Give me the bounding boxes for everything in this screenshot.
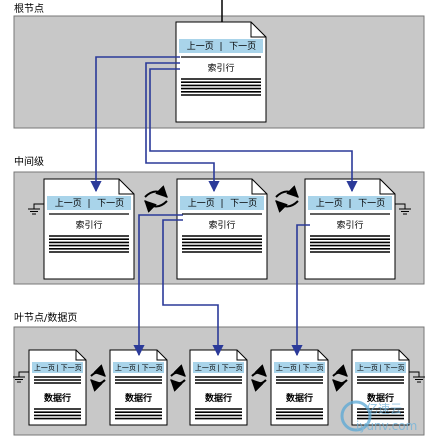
sibling-link-leaf-2-left	[170, 379, 186, 392]
sibling-link-leaf-2-right	[170, 364, 186, 377]
intermediate-page-2-next-label: 下一页	[230, 198, 257, 209]
leaf-page-1-next-label: 下一页	[61, 364, 82, 372]
null-ground-leaf-left	[13, 371, 29, 383]
root-level-label: 根节点	[14, 2, 44, 15]
root-page-row-label: 索引行	[207, 62, 234, 74]
leaf-page-4-sheet	[270, 349, 329, 426]
leaf-page-1-fold	[75, 350, 86, 361]
leaf-page-2-sep: |	[137, 364, 139, 372]
leaf-page-3-sep: |	[217, 364, 219, 372]
watermark-url: iyunv.com	[356, 419, 417, 433]
sibling-link-leaf-3-left	[251, 379, 267, 392]
intermediate-page-1-sep: |	[87, 199, 90, 209]
intermediate-page-3-prev-label: 上一页	[316, 198, 343, 209]
sibling-link-int-2-right	[275, 185, 299, 198]
watermark: 亿速云 iyunv.com	[340, 400, 417, 433]
null-ground-int-right	[395, 203, 411, 215]
sibling-link-leaf-1-right	[90, 364, 106, 377]
pointer-arrow-6	[291, 224, 310, 357]
pointer-arrow-5	[162, 219, 224, 357]
intermediate-page-2-sep: |	[220, 199, 223, 209]
intermediate-page-3-header	[308, 196, 392, 210]
leaf-page-4-prev-label: 上一页	[276, 363, 297, 372]
root-page-next-label: 下一页	[229, 41, 256, 52]
leaf-page-2-row-label: 数据行	[125, 392, 152, 404]
leaf-page-1-header	[32, 362, 83, 373]
pointer-arrow-2	[145, 62, 220, 193]
sibling-link-leaf-1-left	[90, 379, 106, 392]
leaf-page-3-next-label: 下一页	[222, 364, 243, 372]
sibling-link-int-2-left	[275, 200, 299, 213]
intermediate-page-3-fold	[379, 179, 395, 195]
leaf-page-5-row-label: 数据行	[367, 392, 394, 404]
leaf-page-4-header	[274, 362, 325, 373]
leaf-page-3-prev-label: 上一页	[195, 363, 216, 372]
leaf-page-3-header	[193, 362, 244, 373]
leaf-page-1-sep: |	[56, 364, 58, 372]
leaf-level-label: 叶节点/数据页	[14, 311, 77, 324]
leaf-page-1-prev-label: 上一页	[34, 363, 55, 372]
null-ground-int-left	[28, 203, 44, 215]
leaf-page-4-sep: |	[298, 364, 300, 372]
intermediate-page-1-prev-label: 上一页	[55, 198, 82, 209]
leaf-page-2-fold	[156, 350, 167, 361]
watermark-cn: 亿速云	[366, 401, 402, 416]
leaf-page-4-fold	[317, 350, 328, 361]
leaf-page-4-row-label: 数据行	[286, 392, 313, 404]
intermediate-page-1-row-label: 索引行	[75, 219, 102, 231]
sibling-link-int-1-right	[144, 185, 168, 198]
leaf-page-1-sheet	[28, 349, 87, 426]
leaf-page-4-next-label: 下一页	[303, 364, 324, 372]
leaf-page-5-header	[355, 362, 406, 373]
leaf-page-5-next-label: 下一页	[384, 364, 405, 372]
null-ground-leaf-right	[409, 371, 425, 383]
intermediate-page-1-next-label: 下一页	[97, 198, 124, 209]
leaf-page-3-fold	[236, 350, 247, 361]
intermediate-level-label: 中间级	[14, 155, 44, 168]
sibling-link-leaf-4-right	[332, 364, 348, 377]
root-page-header	[179, 39, 263, 53]
leaf-page-2-header	[113, 362, 164, 373]
leaf-page-3-sheet	[189, 349, 248, 426]
intermediate-page-3-row-label: 索引行	[336, 219, 363, 231]
intermediate-page-1-fold	[118, 179, 134, 195]
intermediate-page-2-header	[180, 196, 264, 210]
root-page-prev-label: 上一页	[187, 41, 214, 52]
root-page-sep: |	[219, 42, 222, 52]
intermediate-page-2-fold	[251, 179, 267, 195]
intermediate-page-1-header	[47, 196, 131, 210]
leaf-page-1-row-label: 数据行	[44, 392, 71, 404]
root-page-fold	[250, 22, 266, 38]
sibling-link-leaf-4-left	[332, 379, 348, 392]
leaf-page-5-fold	[398, 350, 409, 361]
intermediate-page-3-next-label: 下一页	[358, 198, 385, 209]
sibling-link-leaf-3-right	[251, 364, 267, 377]
pointer-arrow-1	[90, 56, 180, 193]
leaf-page-2-prev-label: 上一页	[115, 363, 136, 372]
intermediate-page-3-sep: |	[348, 199, 351, 209]
sibling-link-int-1-left	[144, 200, 168, 213]
intermediate-page-2-row-label: 索引行	[208, 219, 235, 231]
leaf-page-2-sheet	[109, 349, 168, 426]
watermark-logo-icon	[340, 400, 372, 432]
leaf-page-5-prev-label: 上一页	[357, 363, 378, 372]
intermediate-page-2-prev-label: 上一页	[188, 198, 215, 209]
pointer-arrow-3	[149, 68, 358, 193]
leaf-page-3-row-label: 数据行	[205, 392, 232, 404]
leaf-page-5-sep: |	[379, 364, 381, 372]
leaf-page-2-next-label: 下一页	[142, 364, 163, 372]
pointer-arrow-4	[133, 214, 183, 357]
